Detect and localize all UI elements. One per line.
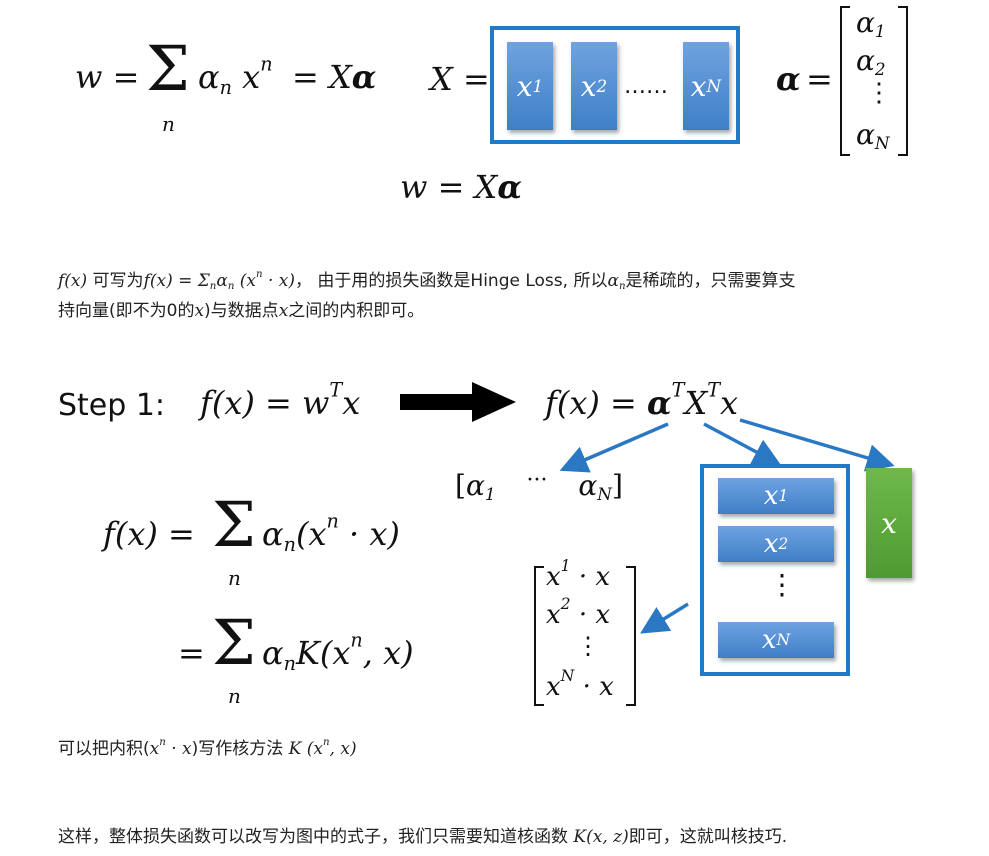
product-2: x2 · x xyxy=(546,594,611,630)
fx-sum-lhs: f(x) = xyxy=(103,515,195,553)
fx-sum-symbol: Σ xyxy=(212,488,256,561)
product-N: xN · x xyxy=(546,666,614,702)
K-equals: = xyxy=(178,634,205,672)
para1-line2: 持向量(即不为0的x)与数据点x之间的内积即可。 xyxy=(58,301,425,321)
step-f-left: f(x) = wTx xyxy=(200,378,361,422)
products-bracket-left xyxy=(534,566,544,706)
green-x-column: x xyxy=(866,468,912,578)
alpha-1: α1 xyxy=(856,6,886,42)
K-sum-index: n xyxy=(228,684,241,708)
big-right-arrow xyxy=(400,382,516,422)
product-1: x1 · x xyxy=(546,556,611,592)
arrow-to-products xyxy=(640,602,689,634)
sum-symbol: Σ xyxy=(146,32,190,105)
arrow-to-alpha-row xyxy=(559,422,669,473)
para3: 这样，整体损失函数可以改写为图中的式子，我们只需要知道核函数 K(x, z)即可… xyxy=(58,827,788,847)
eq1-alpha-n: αn xn xyxy=(198,52,273,99)
alpha-bracket-left xyxy=(840,6,850,156)
arrow-to-green-x xyxy=(739,418,895,472)
products-bracket-right xyxy=(626,566,636,706)
sum-index: n xyxy=(162,112,175,136)
step-label: Step 1: xyxy=(58,388,166,423)
product-vdots: ⋮ xyxy=(576,632,600,660)
para2: 可以把内积(xn · x)写作核方法 K (xn, x) xyxy=(58,736,357,759)
alpha-2: α2 xyxy=(856,44,886,80)
arrow-to-X-rows xyxy=(703,422,782,466)
eq1-rhs: = Xα xyxy=(292,58,377,96)
X-dots: …… xyxy=(624,74,668,99)
eq1-w: w = xyxy=(75,58,140,96)
alpha-N: αN xyxy=(856,118,890,154)
fx-sum-index: n xyxy=(228,566,241,590)
step-f-right: f(x) = αTXTx xyxy=(545,378,739,422)
fx-sum-rhs: αn(xn · x) xyxy=(262,509,400,556)
X-matrix-frame xyxy=(490,26,740,144)
alpha-vector-symbol: α xyxy=(776,60,801,98)
para1-line1: f(x) 可写为f(x) = Σnαn (xn · x)， 由于用的损失函数是H… xyxy=(58,268,796,293)
alpha-bracket-right xyxy=(898,6,908,156)
alpha-row-vector: [α1 ··· αN] xyxy=(455,468,623,505)
alpha-vector-equals: = xyxy=(806,60,833,98)
K-sum-symbol: Σ xyxy=(212,606,256,679)
K-rhs: αnK(xn, x) xyxy=(262,628,414,675)
alpha-vdots: ⋮ xyxy=(866,78,892,108)
eq2: w = Xα xyxy=(400,168,522,206)
XT-matrix-frame xyxy=(700,464,850,676)
X-equals: X = xyxy=(430,60,490,98)
XT-vdots: ⋮ xyxy=(768,568,796,601)
